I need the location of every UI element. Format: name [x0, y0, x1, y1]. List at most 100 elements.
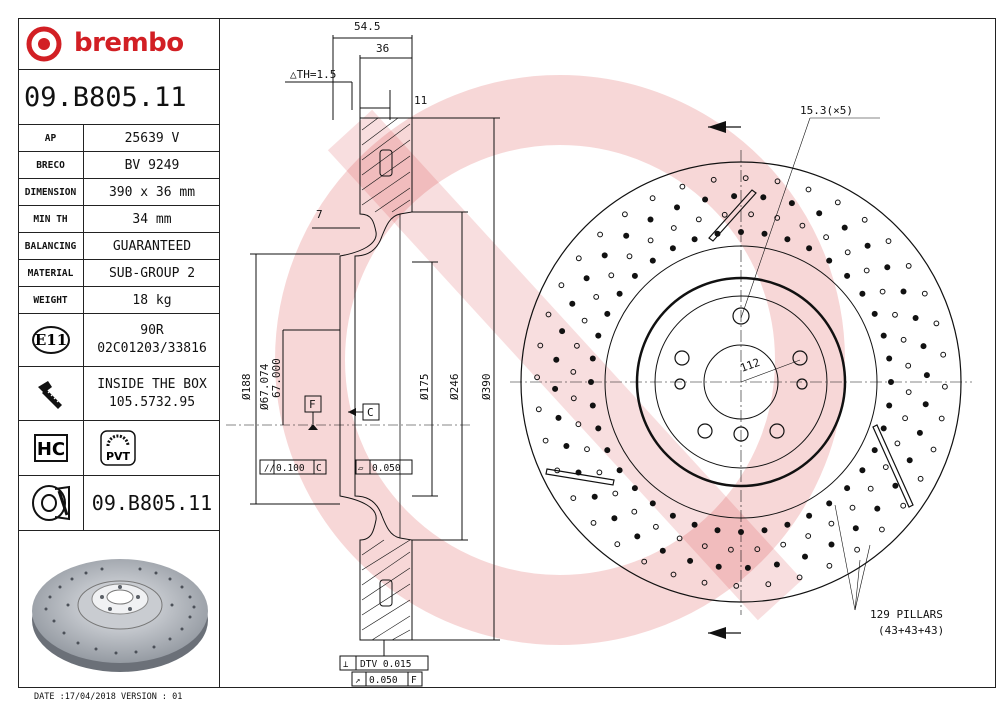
- drill-hole: [647, 237, 654, 244]
- drill-hole: [922, 401, 929, 408]
- drill-hole: [670, 571, 677, 578]
- kit-icon-cell: [18, 367, 84, 420]
- dim-pcd: 112: [739, 356, 762, 375]
- drill-hole: [863, 267, 870, 274]
- disc-render: [32, 559, 208, 672]
- drill-hole: [867, 485, 874, 492]
- drill-hole: [806, 245, 813, 252]
- tol-0-050: 0.050: [372, 463, 401, 474]
- spec-row-material: MATERIAL SUB-GROUP 2: [18, 260, 220, 287]
- spec-row-dimension: DIMENSION 390 x 36 mm: [18, 179, 220, 206]
- drawing-frame: [18, 18, 996, 688]
- drill-hole: [879, 288, 886, 295]
- drill-hole: [885, 238, 892, 245]
- bottom-part-number: 09.B805.11: [91, 491, 213, 515]
- drill-hole: [669, 245, 676, 252]
- drill-hole: [826, 562, 833, 569]
- drill-hole: [744, 564, 751, 571]
- drill-hole: [714, 230, 721, 237]
- drill-hole: [900, 288, 907, 295]
- drill-hole: [738, 229, 744, 235]
- dim-dia-67-074: Ø67.074: [258, 363, 271, 410]
- drill-hole: [748, 211, 754, 218]
- tol-0-100: 0.100: [276, 463, 305, 474]
- drill-hole: [669, 512, 676, 519]
- drill-hole: [760, 194, 767, 201]
- drill-hole: [537, 342, 544, 349]
- drill-hole: [687, 557, 694, 564]
- drill-hole: [880, 425, 887, 432]
- dtv-value: DTV 0.015: [360, 659, 411, 670]
- drill-hole: [589, 402, 596, 409]
- drill-hole: [888, 379, 894, 385]
- approval-line1: 90R: [140, 323, 164, 338]
- drill-hole: [742, 175, 749, 182]
- drill-hole: [894, 440, 901, 447]
- drill-hole: [930, 446, 937, 453]
- drill-hole: [595, 332, 602, 339]
- dim-dia-175: Ø175: [418, 374, 431, 401]
- badge-block: HC PVT: [18, 421, 220, 476]
- drill-hole: [604, 310, 611, 317]
- drill-hole: [806, 512, 813, 519]
- brembo-mark-icon: [26, 26, 62, 62]
- drill-hole: [631, 485, 638, 492]
- drill-hole: [882, 464, 889, 471]
- pillars-line2: (43+43+43): [878, 624, 944, 637]
- drill-hole: [773, 561, 780, 568]
- drill-hole: [611, 515, 618, 522]
- spec-row-weight: WEIGHT 18 kg: [18, 287, 220, 314]
- drill-hole: [828, 541, 835, 548]
- drill-hole: [871, 310, 878, 317]
- drill-hole: [588, 379, 594, 385]
- spec-key: DIMENSION: [18, 179, 84, 205]
- drill-hole: [886, 402, 893, 409]
- drill-hole: [649, 195, 656, 202]
- drill-hole: [765, 581, 772, 588]
- dim-11: 11: [414, 94, 427, 107]
- drill-hole: [728, 546, 734, 553]
- drill-hole: [674, 204, 680, 211]
- drill-hole: [702, 196, 709, 203]
- e11-approval-icon: E11: [31, 326, 70, 354]
- drill-hole: [861, 216, 868, 223]
- drill-hole: [844, 249, 851, 256]
- drill-hole: [799, 222, 806, 229]
- spec-row-balancing: BALANCING GUARANTEED: [18, 233, 220, 260]
- drill-hole: [738, 529, 744, 535]
- drill-hole: [761, 230, 768, 237]
- spec-value: 25639 V: [124, 130, 180, 146]
- drill-hole: [886, 355, 893, 362]
- approval-block: E11 90R 02C01203/33816: [18, 314, 220, 367]
- drill-hole: [616, 467, 623, 474]
- drill-hole: [714, 527, 721, 534]
- drill-hole: [649, 257, 656, 264]
- drill-hole: [691, 236, 698, 243]
- drill-hole: [649, 500, 656, 507]
- drill-hole: [595, 425, 602, 432]
- drill-hole: [701, 543, 708, 549]
- drill-hole: [634, 533, 641, 540]
- drill-hole: [933, 320, 940, 327]
- dim-67-000: 67.000: [270, 358, 283, 398]
- drill-hole: [754, 546, 761, 553]
- hc-label: HC: [36, 439, 64, 460]
- dim-54-5: 54.5: [354, 20, 381, 33]
- drill-hole: [575, 469, 582, 476]
- drill-hole: [774, 178, 781, 185]
- drill-hole: [823, 234, 829, 241]
- drill-hole: [575, 421, 582, 428]
- drill-hole: [554, 467, 561, 474]
- runout-value: 0.050: [369, 675, 398, 686]
- drill-hole: [788, 200, 795, 207]
- spec-value: 390 x 36 mm: [108, 184, 196, 200]
- footer-version: DATE :17/04/2018 VERSION : 01: [34, 692, 183, 702]
- drill-hole: [874, 505, 881, 512]
- drill-hole: [604, 447, 611, 454]
- drill-hole: [601, 252, 608, 259]
- drill-hole: [691, 521, 698, 528]
- drill-hole: [916, 429, 923, 436]
